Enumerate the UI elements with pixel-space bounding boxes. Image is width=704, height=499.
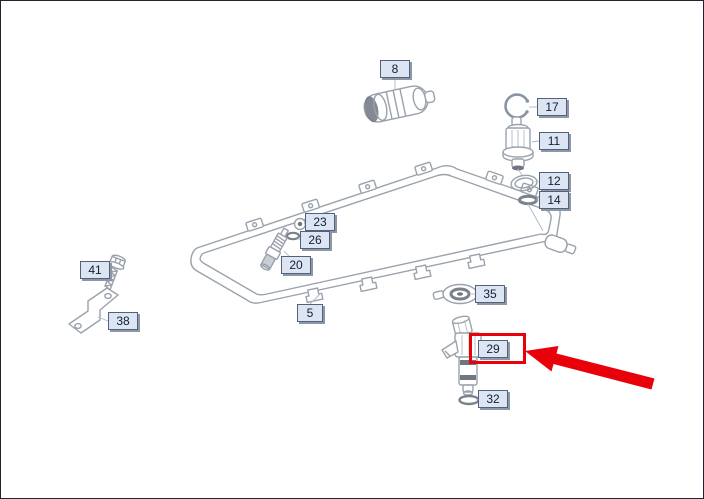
leader-lines bbox=[97, 79, 544, 401]
part-label-32[interactable]: 32 bbox=[478, 390, 508, 408]
rail-injector-ports bbox=[305, 253, 486, 304]
part-label-29[interactable]: 29 bbox=[478, 340, 508, 358]
part-label-35[interactable]: 35 bbox=[475, 285, 505, 303]
rail-end-fitting bbox=[544, 234, 577, 255]
part-11-pressure-regulator bbox=[502, 116, 534, 171]
red-arrow bbox=[525, 346, 655, 390]
part-label-38[interactable]: 38 bbox=[108, 312, 138, 330]
part-label-12[interactable]: 12 bbox=[539, 172, 569, 190]
rail-mounting-tabs bbox=[245, 161, 539, 232]
part-29-injector bbox=[441, 315, 482, 396]
part-38-bracket bbox=[68, 287, 119, 334]
part-23-fitting bbox=[293, 217, 307, 231]
highlight-box bbox=[469, 333, 526, 364]
part-17-snap-ring bbox=[504, 93, 530, 119]
part-label-41[interactable]: 41 bbox=[80, 261, 110, 279]
part-label-14[interactable]: 14 bbox=[539, 191, 569, 209]
part-26-o-ring bbox=[285, 231, 301, 241]
part-41-bolt bbox=[104, 254, 126, 291]
part-32-o-ring bbox=[458, 394, 480, 406]
part-8-damper bbox=[363, 85, 436, 123]
part-label-23[interactable]: 23 bbox=[305, 213, 335, 231]
part-14-seal-ring bbox=[518, 194, 538, 206]
part-label-5[interactable]: 5 bbox=[297, 304, 323, 322]
part-label-20[interactable]: 20 bbox=[281, 256, 311, 274]
part-label-17[interactable]: 17 bbox=[537, 98, 567, 116]
part-20-valve bbox=[260, 227, 289, 271]
part-label-8[interactable]: 8 bbox=[380, 60, 410, 78]
part-label-26[interactable]: 26 bbox=[300, 231, 330, 249]
part-label-11[interactable]: 11 bbox=[539, 132, 569, 150]
